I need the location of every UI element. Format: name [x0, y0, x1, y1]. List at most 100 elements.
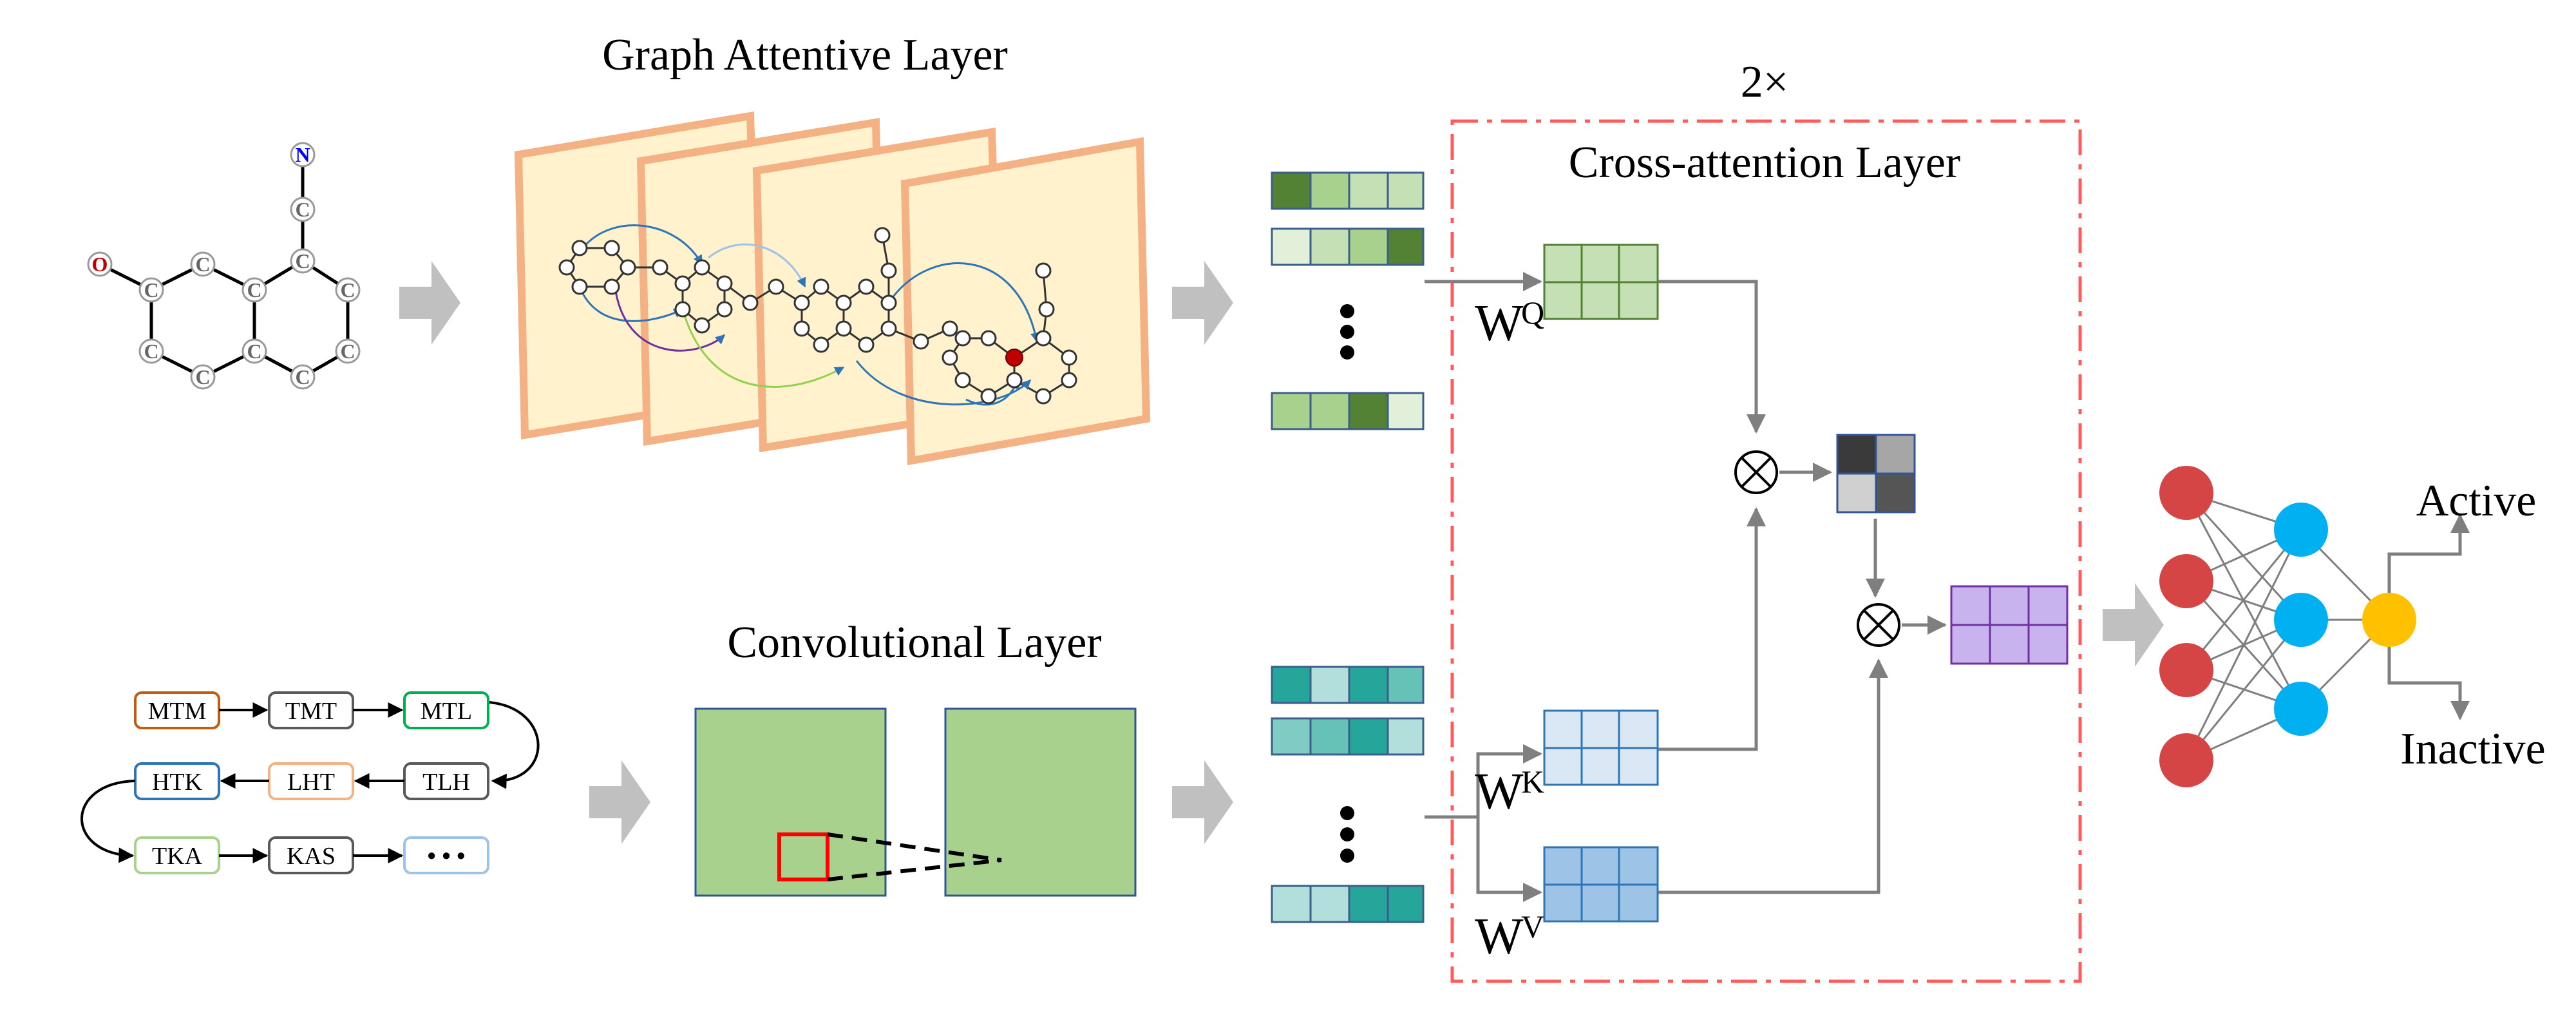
svg-text:W: W — [1475, 908, 1524, 965]
connector-lines — [1425, 272, 1947, 902]
value-weight-label: W V — [1475, 908, 1544, 965]
svg-text:LHT: LHT — [287, 769, 335, 796]
atom-c: C — [138, 277, 164, 303]
svg-text:TLH: TLH — [422, 769, 470, 796]
value-weight-matrix — [1543, 846, 1659, 923]
multiply-operator-icon — [1857, 603, 1900, 647]
multiply-operator-icon — [1734, 450, 1778, 494]
atom-c: C — [138, 338, 164, 364]
kernel-projection-line — [827, 832, 1002, 862]
vertical-ellipsis-icon — [1340, 806, 1354, 863]
atom-c: C — [290, 248, 316, 274]
atom-c: C — [242, 338, 267, 364]
conv-feature-map — [694, 707, 887, 897]
protein-embedding-vector — [1271, 717, 1425, 756]
svg-text:C: C — [295, 365, 310, 389]
token-box: TKA — [134, 836, 220, 874]
flow-arrow-icon — [589, 760, 650, 844]
input-neuron — [2159, 733, 2213, 787]
svg-text:MTM: MTM — [148, 698, 207, 725]
inactive-label: Inactive — [2400, 724, 2545, 774]
output-neuron — [2362, 593, 2416, 647]
token-box: HTK — [134, 762, 220, 800]
token-box: • • • — [403, 836, 489, 874]
hidden-neuron — [2274, 682, 2328, 736]
atom-c: C — [190, 251, 216, 277]
atom-o: O — [87, 251, 113, 277]
atom-c: C — [290, 364, 316, 390]
key-weight-matrix — [1543, 709, 1659, 786]
flow-arrow-icon — [1172, 760, 1233, 844]
drug-embedding-vector — [1271, 227, 1425, 266]
atom-c: C — [335, 338, 361, 364]
svg-text:C: C — [340, 340, 355, 363]
drug-embeddings — [1271, 171, 1425, 430]
query-weight-label: W Q — [1475, 294, 1544, 352]
svg-text:W: W — [1475, 295, 1524, 352]
atom-c: C — [190, 364, 216, 390]
svg-text:C: C — [295, 198, 310, 221]
token-box: MTL — [403, 691, 489, 729]
mlp-classifier: Active Inactive — [2159, 466, 2546, 787]
hidden-neuron — [2274, 593, 2328, 647]
flow-arrow-icon — [2103, 583, 2164, 667]
svg-text:C: C — [340, 278, 355, 302]
cross-attention-block — [1450, 119, 2082, 983]
graph-nodes — [558, 227, 1077, 405]
drug-embedding-vector — [1271, 392, 1425, 430]
svg-text:C: C — [144, 340, 158, 363]
protein-sequence: MTM TMT MTL HTK LHT TLH TKA KAS • • • — [80, 691, 540, 874]
atom-c: C — [290, 197, 316, 222]
drug-embedding-vector — [1271, 171, 1425, 210]
molecule-atoms: N C O C C C C C C C C C C — [87, 142, 361, 390]
svg-text:K: K — [1521, 764, 1544, 800]
svg-text:N: N — [295, 143, 310, 166]
kernel-projection-line — [827, 858, 1002, 881]
token-box: MTM — [134, 691, 220, 729]
token-box: TMT — [268, 691, 354, 729]
protein-embedding-vector — [1271, 885, 1425, 923]
svg-text:C: C — [295, 249, 310, 273]
flow-arrow-icon — [1172, 261, 1233, 345]
active-label: Active — [2416, 476, 2537, 526]
svg-text:C: C — [144, 278, 158, 302]
atom-c: C — [242, 277, 267, 303]
svg-text:KAS: KAS — [287, 843, 336, 870]
svg-text:TMT: TMT — [285, 698, 337, 725]
conv-kernel-window — [777, 832, 829, 881]
atom-c: C — [335, 277, 361, 303]
flow-arrow-icon — [399, 261, 460, 345]
convolutional-layer-title: Convolutional Layer — [727, 618, 1101, 667]
svg-text:• • •: • • • — [428, 843, 466, 870]
svg-text:C: C — [195, 253, 210, 276]
graph-attentive-layer — [514, 111, 1151, 466]
convolutional-layer — [694, 707, 1137, 897]
repeat-count-label: 2× — [1741, 57, 1788, 107]
attention-score-matrix — [1836, 434, 1916, 514]
graph-attentive-layer-title: Graph Attentive Layer — [602, 30, 1008, 80]
attention-output-matrix — [1950, 585, 2069, 665]
token-box: LHT — [268, 762, 354, 800]
token-box: KAS — [268, 836, 354, 874]
graph-layer-panel — [900, 137, 1151, 466]
key-weight-label: W K — [1475, 764, 1544, 820]
svg-text:MTL: MTL — [421, 698, 472, 725]
svg-text:C: C — [247, 340, 261, 363]
vertical-ellipsis-icon — [1340, 304, 1354, 360]
cross-attention-layer-title: Cross-attention Layer — [1569, 138, 1960, 187]
svg-text:TKA: TKA — [152, 843, 203, 870]
svg-text:C: C — [247, 278, 261, 302]
protein-embeddings — [1271, 666, 1425, 923]
protein-embedding-vector — [1271, 666, 1425, 704]
attention-arrows — [578, 224, 1040, 406]
svg-text:O: O — [92, 253, 108, 276]
atom-n: N — [290, 142, 316, 168]
hidden-neuron — [2274, 503, 2328, 557]
svg-text:W: W — [1475, 764, 1524, 820]
svg-text:V: V — [1521, 908, 1544, 945]
target-node — [1005, 349, 1023, 367]
token-box: TLH — [403, 762, 489, 800]
svg-text:Q: Q — [1521, 294, 1544, 331]
query-weight-matrix — [1543, 244, 1659, 320]
input-neuron — [2159, 466, 2213, 520]
